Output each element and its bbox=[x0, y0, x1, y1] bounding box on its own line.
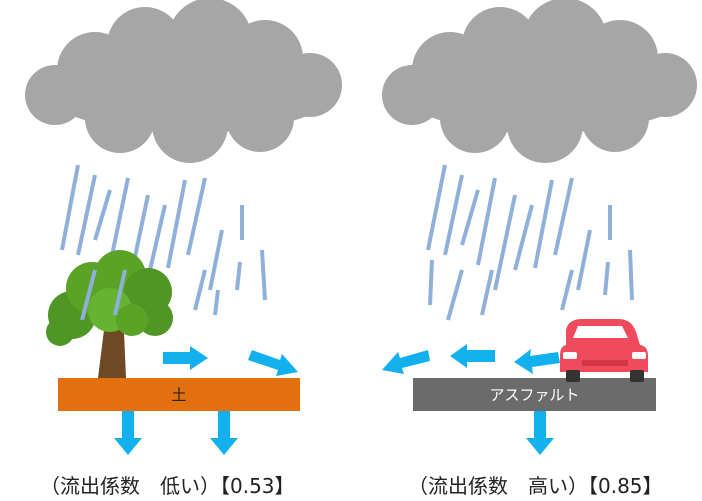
rain-icon bbox=[80, 269, 127, 321]
caption-soil: （流出係数 低い）【0.53】 bbox=[40, 474, 295, 498]
car-icon bbox=[560, 319, 648, 382]
soil-label: 土 bbox=[171, 386, 187, 404]
cloud-icon bbox=[25, 0, 342, 163]
arrow-icon bbox=[114, 346, 298, 455]
soil-ground bbox=[58, 378, 300, 411]
arrow-icon bbox=[382, 344, 560, 455]
rain-icon bbox=[60, 164, 267, 321]
rain-icon bbox=[426, 164, 634, 321]
asphalt-label: アスファルト bbox=[489, 386, 580, 404]
caption-asphalt: （流出係数 高い）【0.85】 bbox=[408, 474, 663, 498]
asphalt-ground bbox=[413, 378, 656, 411]
cloud-icon bbox=[382, 0, 697, 163]
tree-icon bbox=[46, 250, 173, 378]
